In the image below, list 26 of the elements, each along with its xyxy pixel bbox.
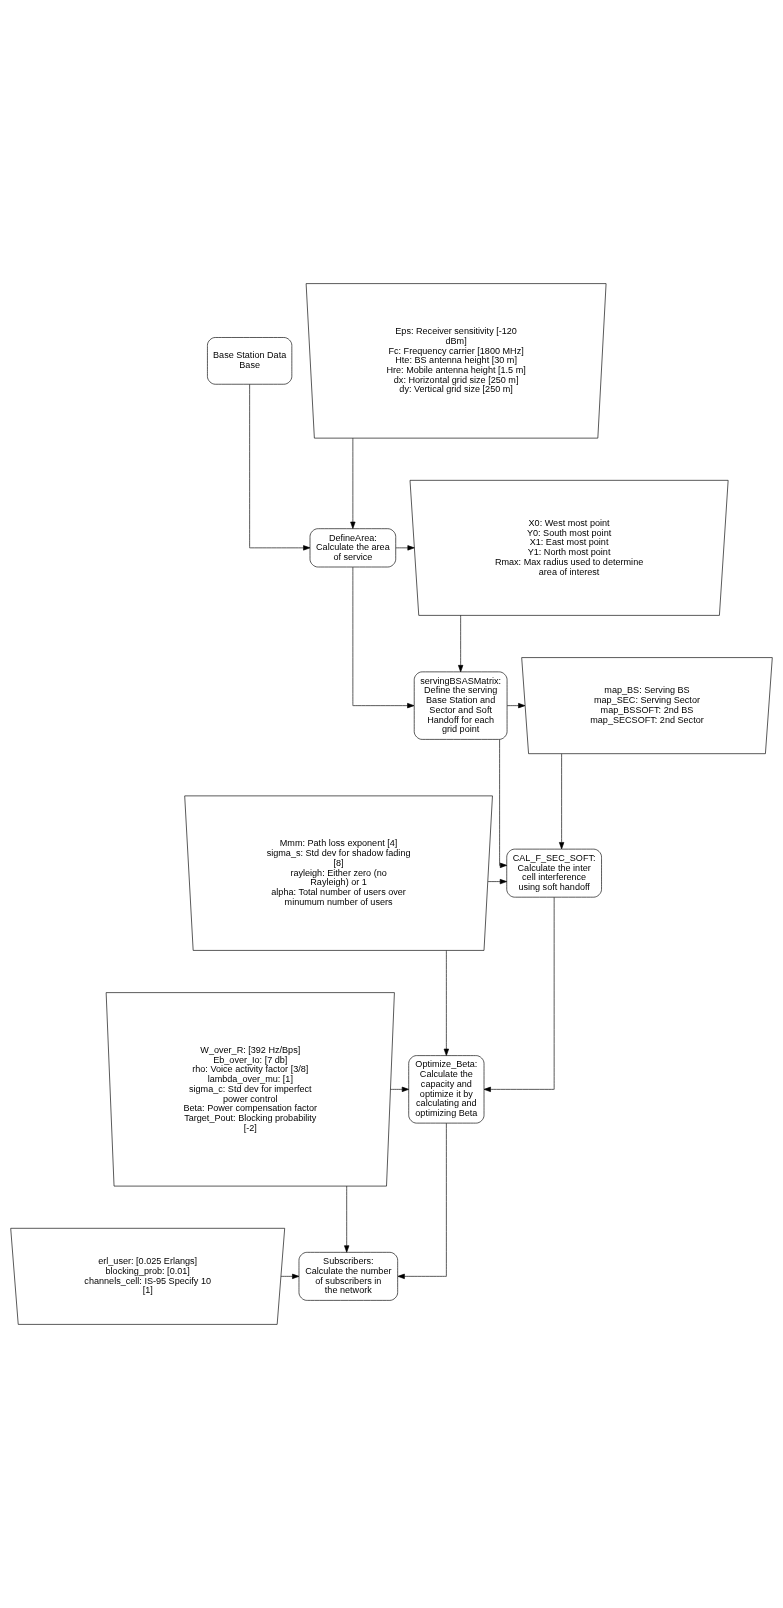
arrow bbox=[458, 615, 464, 673]
node-box: Optimize_Beta: Calculate the capacity and optimize it by calculating and optimizing Beta bbox=[408, 1055, 485, 1124]
arrow bbox=[397, 1122, 447, 1279]
arrow bbox=[443, 950, 449, 1056]
node-box: Eps: Receiver sensitivity [-120 dBm] Fc: Frequency carrier [1800 MHz] Hte: BS antenna height [30 m] Hre: Mobile antenna height [1.5 m] dx: Horizontal grid size [250 m] dy: Vertical grid size [250 m] bbox=[305, 283, 607, 439]
arrow bbox=[559, 753, 565, 850]
arrow bbox=[344, 1185, 350, 1253]
arrow bbox=[280, 1273, 300, 1279]
node-box: W_over_R: [392 Hz/Bps] Eb_over_Io: [7 db] rho: Voice activity factor [3/8] lambda_over_mu: [1] sigma_c: Std dev for imperfect power control Beta: Power compensation factor Target_Pout: Blocking probability [-2] bbox=[105, 992, 395, 1187]
arrow bbox=[395, 545, 415, 551]
node-box: servingBSASMatrix: Define the serving Base Station and Sector and Soft Handoff for each grid point bbox=[413, 671, 508, 740]
arrow bbox=[506, 703, 526, 709]
node-box: CAL_F_SEC_SOFT: Calculate the inter cell interference using soft handoff bbox=[506, 848, 602, 898]
arrow bbox=[350, 437, 356, 529]
node-box: Subscribers: Calculate the number of subscribers in the network bbox=[298, 1252, 398, 1301]
arrow bbox=[352, 566, 415, 709]
arrow bbox=[499, 739, 508, 868]
node-box: Mmm: Path loss exponent [4] sigma_s: Std dev for shadow fading [8] rayleigh: Either zero (no Rayleigh) or 1 alpha: Total number of users over minumum number of users bbox=[184, 795, 493, 951]
node-box: Base Station Data Base bbox=[207, 337, 293, 385]
node-box: DefineArea: Calculate the area of service bbox=[309, 528, 397, 568]
arrow bbox=[487, 879, 507, 885]
arrow bbox=[249, 384, 311, 551]
arrow bbox=[483, 897, 555, 1092]
arrow bbox=[390, 1086, 409, 1092]
node-box: map_BS: Serving BS map_SEC: Serving Sector map_BSSOFT: 2nd BS map_SECSOFT: 2nd Sector bbox=[521, 657, 773, 754]
node-box: erl_user: [0.025 Erlangs] blocking_prob: [0.01] channels_cell: IS-95 Specify 10 [1] bbox=[10, 1228, 285, 1325]
